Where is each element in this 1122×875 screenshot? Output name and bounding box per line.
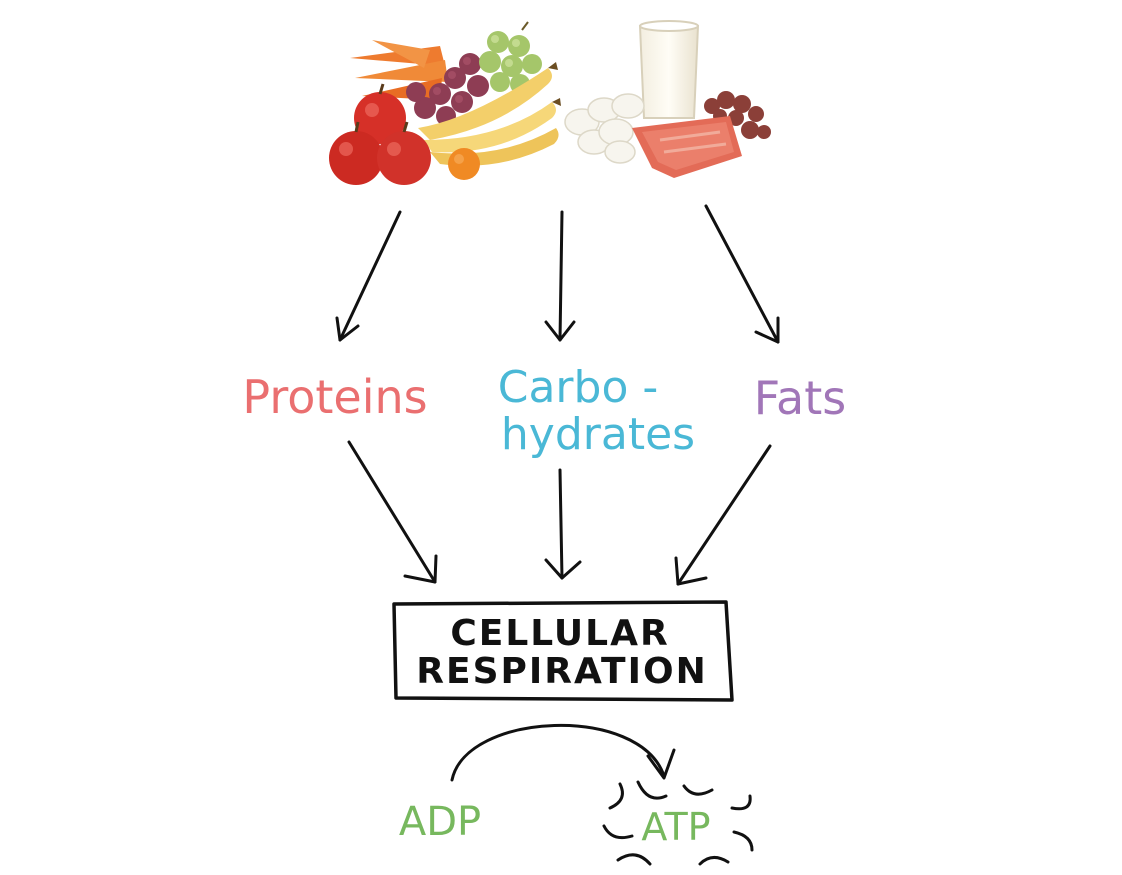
cellular-respiration-box: CELLULAR RESPIRATION — [392, 600, 734, 702]
arrow-food-to-proteins — [335, 210, 402, 342]
carbohydrates-label-line1: Carbo - — [498, 362, 659, 413]
arrow-food-to-carbohydrates — [544, 210, 576, 342]
cellular-respiration-line1: CELLULAR — [450, 613, 669, 654]
arrow-food-to-fats — [704, 204, 780, 344]
atp-energy-burst: ATP — [602, 780, 754, 866]
adp-label: ADP — [399, 799, 481, 845]
energy-burst-icon — [602, 780, 754, 866]
fats-label: Fats — [754, 371, 846, 425]
fruit-vegetable-pile-icon — [329, 21, 561, 185]
arrow-fats-to-respiration — [674, 444, 772, 586]
arrow-carbohydrates-to-respiration — [544, 468, 582, 580]
arrow-proteins-to-respiration — [347, 440, 438, 584]
cellular-respiration-line2: RESPIRATION — [416, 651, 708, 692]
carbohydrates-label-line2: hydrates — [501, 409, 695, 460]
milk-eggs-meat-icon — [564, 20, 771, 178]
proteins-label: Proteins — [242, 370, 427, 424]
atp-label: ATP — [641, 805, 710, 849]
arrow-adp-to-atp — [450, 724, 676, 782]
